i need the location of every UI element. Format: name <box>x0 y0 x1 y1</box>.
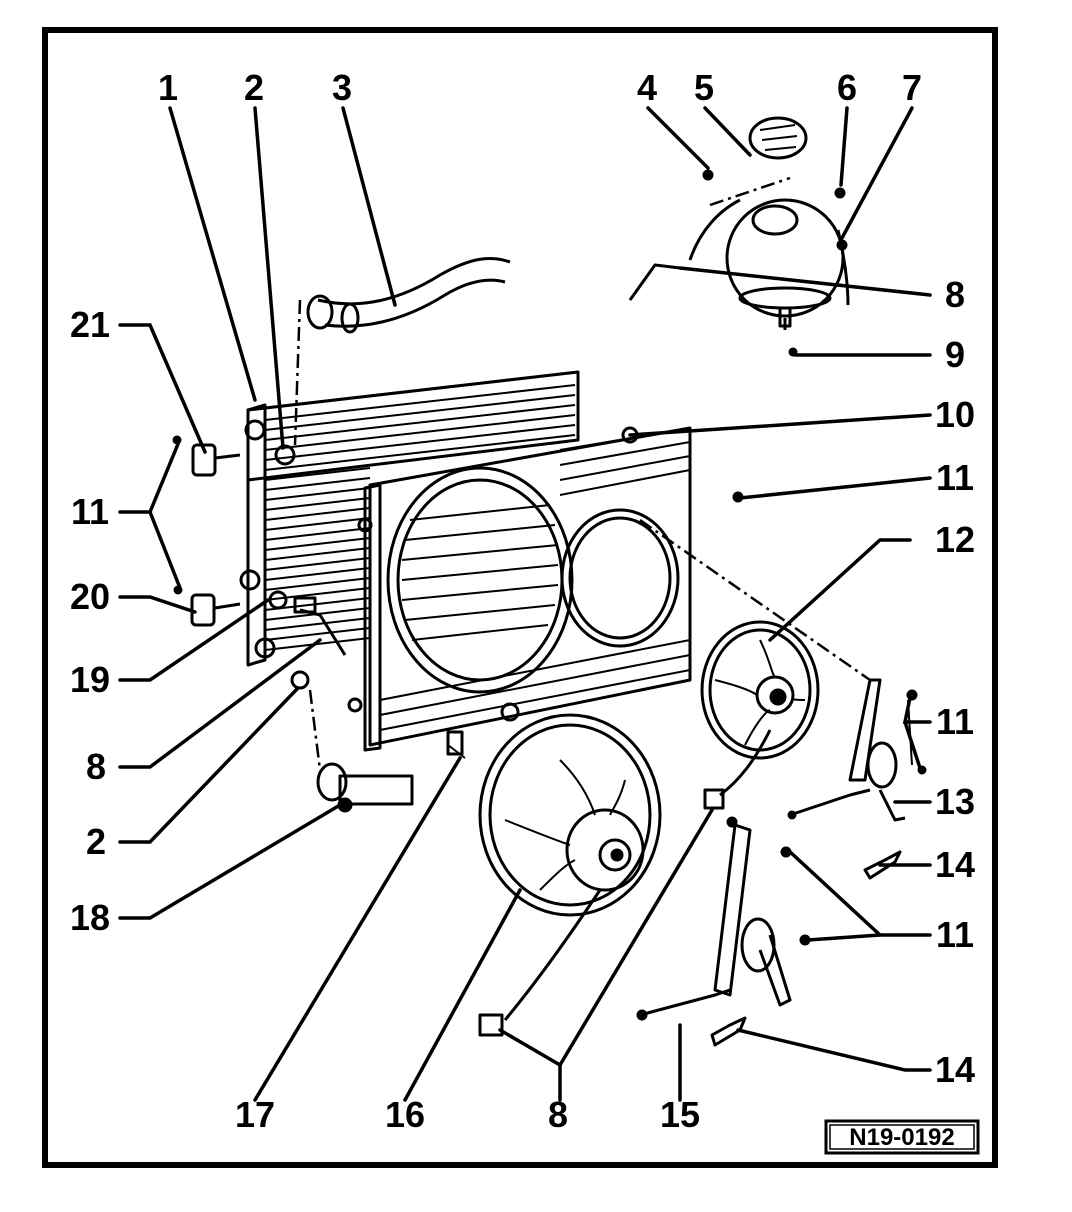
callout-2-top: 2 <box>244 67 264 108</box>
mounting-rubber-upper <box>172 435 241 477</box>
callout-11-bottom: 11 <box>936 914 974 955</box>
callout-18: 18 <box>70 897 110 938</box>
callout-19: 19 <box>70 659 110 700</box>
fan-clip-upper <box>863 850 902 880</box>
o-ring <box>290 670 310 690</box>
upper-coolant-hose <box>306 256 511 334</box>
coolant-flange <box>316 762 414 813</box>
callout-1: 1 <box>158 67 178 108</box>
callout-8-tank: 8 <box>945 274 965 315</box>
coolant-expansion-tank <box>628 198 850 330</box>
callout-5: 5 <box>694 67 714 108</box>
tank-cap <box>748 116 808 160</box>
reference-code: N19-0192 <box>849 1124 954 1151</box>
retaining-clip <box>834 187 846 199</box>
callout-11-top: 11 <box>936 457 974 498</box>
callout-12: 12 <box>935 519 975 560</box>
callout-9: 9 <box>945 334 965 375</box>
callout-13: 13 <box>935 781 975 822</box>
callout-11-left: 11 <box>71 491 109 532</box>
callout-21: 21 <box>70 304 110 345</box>
condenser <box>239 370 580 667</box>
fan-clip-lower <box>710 1016 747 1047</box>
callout-15: 15 <box>660 1094 700 1135</box>
seal-ring <box>702 169 714 181</box>
callout-20: 20 <box>70 576 110 617</box>
radiator-fan-shroud <box>347 426 692 752</box>
fan-axis-line <box>639 518 871 682</box>
temperature-sensor <box>293 596 347 656</box>
callout-8-bottom: 8 <box>548 1094 568 1135</box>
callout-16: 16 <box>385 1094 425 1135</box>
radiator-bracket <box>446 730 466 759</box>
callout-4: 4 <box>637 67 657 108</box>
small-radiator-fan <box>700 620 820 810</box>
callout-8-left: 8 <box>86 746 106 787</box>
callout-3: 3 <box>332 67 352 108</box>
callout-10: 10 <box>935 394 975 435</box>
fan-mount-lower <box>636 816 811 1021</box>
large-radiator-fan <box>478 713 662 1037</box>
callout-14-top: 14 <box>935 844 975 885</box>
callout-17: 17 <box>235 1094 275 1135</box>
flange-axis-line <box>308 689 322 771</box>
callout-6: 6 <box>837 67 857 108</box>
callout-2-bottom: 2 <box>86 821 106 862</box>
callout-14-bottom: 14 <box>935 1049 975 1090</box>
diagram-frame <box>42 27 998 1168</box>
hose-axis-line <box>293 299 302 446</box>
leader-lines <box>118 106 932 1102</box>
callout-labels: 1 2 3 4 5 6 7 8 9 10 11 21 12 11 20 19 1… <box>70 67 975 1135</box>
reference-code-box: N19-0192 <box>824 1119 980 1155</box>
mounting-rubber-lower <box>173 585 241 627</box>
callout-7: 7 <box>902 67 922 108</box>
callout-11-right: 11 <box>936 701 974 742</box>
